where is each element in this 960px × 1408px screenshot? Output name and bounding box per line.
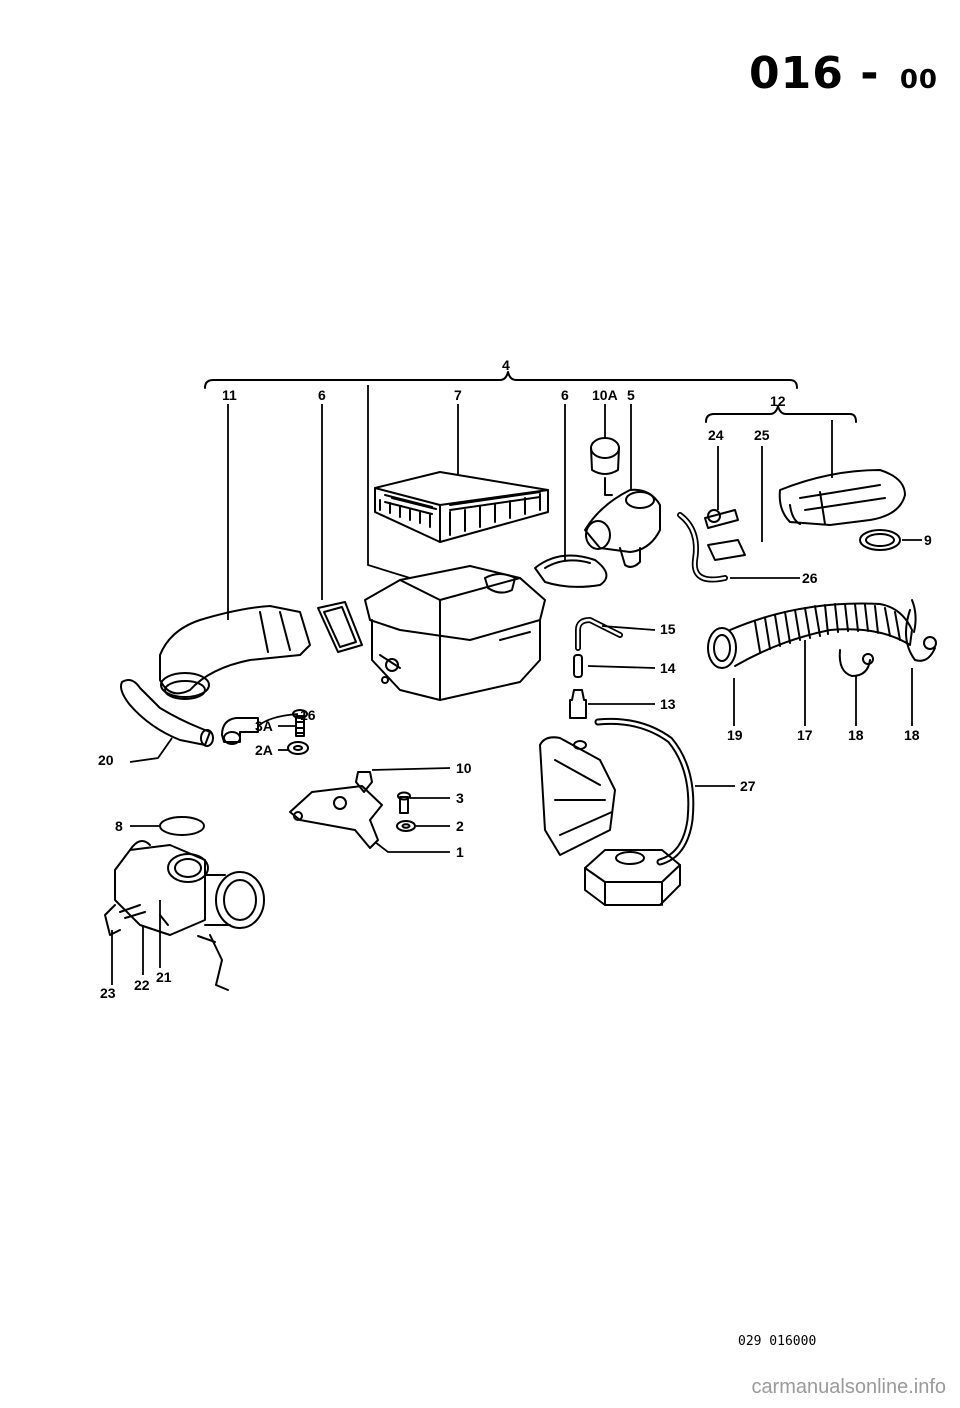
callout-2: 2	[456, 818, 464, 834]
callout-23: 23	[100, 985, 116, 1001]
part-corrugated-hose	[707, 599, 917, 669]
part-breather-pipe	[575, 617, 623, 651]
part-air-filter-element	[374, 471, 549, 543]
part-air-filter-housing	[364, 565, 546, 701]
part-hose-clamp-left	[838, 649, 874, 677]
part-gasket-right	[534, 554, 608, 588]
part-seal-ring	[859, 529, 901, 551]
callout-21: 21	[156, 969, 172, 985]
callout-18-right: 18	[904, 727, 920, 743]
callout-16: 16	[300, 707, 316, 723]
part-air-duct	[778, 469, 906, 526]
part-fitting	[569, 689, 587, 719]
callout-8: 8	[115, 818, 123, 834]
callout-12: 12	[770, 393, 786, 409]
callout-6-right: 6	[561, 387, 569, 403]
part-throttle-body	[104, 840, 265, 991]
part-clip-25	[707, 539, 746, 561]
page-title: 016 - 00	[749, 48, 938, 99]
callout-22: 22	[134, 977, 150, 993]
part-o-ring	[159, 816, 205, 836]
callout-4: 4	[502, 357, 510, 373]
callout-7: 7	[454, 387, 462, 403]
leader-lines	[111, 385, 922, 985]
page-title-main: 016	[749, 48, 844, 99]
callout-2a: 2A	[255, 742, 273, 758]
page-title-sub: 00	[899, 65, 938, 95]
part-washer-2	[396, 820, 416, 832]
callout-18-left: 18	[848, 727, 864, 743]
part-pin	[573, 654, 583, 678]
callout-3a: 3A	[255, 718, 273, 734]
part-intake-elbow	[159, 605, 311, 700]
callout-10: 10	[456, 760, 472, 776]
callout-9: 9	[924, 532, 932, 548]
part-diaphragm-valve	[590, 437, 620, 496]
part-fuel-reservoir	[584, 849, 681, 906]
callout-20: 20	[98, 752, 114, 768]
callout-6-left: 6	[318, 387, 326, 403]
bracket-4	[204, 371, 798, 389]
part-mounting-bracket	[289, 785, 383, 849]
callout-24: 24	[708, 427, 724, 443]
part-hose-clamp-right	[905, 609, 937, 662]
part-throttle-housing	[539, 736, 616, 856]
callout-26: 26	[802, 570, 818, 586]
part-grommet	[355, 771, 373, 793]
watermark-text: carmanualsonline.info	[751, 1376, 946, 1398]
callout-14: 14	[660, 660, 676, 676]
bracket-12	[705, 405, 857, 423]
callout-3: 3	[456, 790, 464, 806]
callout-17: 17	[797, 727, 813, 743]
part-vacuum-hose	[677, 512, 728, 583]
document-number: 029 016000	[738, 1334, 817, 1349]
callout-27: 27	[740, 778, 756, 794]
callout-labels: 4 11 6 7 6 10A 5 12 24 25 9 26 15 14 13 …	[98, 357, 932, 1001]
callout-15: 15	[660, 621, 676, 637]
part-gasket-left	[317, 601, 363, 653]
callout-25: 25	[754, 427, 770, 443]
part-washer-2a	[287, 741, 309, 755]
part-hose-27	[594, 717, 695, 866]
callout-10a: 10A	[592, 387, 618, 403]
part-hose-elbow	[221, 717, 259, 745]
part-hose-20	[120, 679, 214, 747]
part-intake-valve-body	[584, 488, 661, 568]
callout-19: 19	[727, 727, 743, 743]
callout-13: 13	[660, 696, 676, 712]
callout-1: 1	[456, 844, 464, 860]
callout-5: 5	[627, 387, 635, 403]
callout-11: 11	[222, 387, 237, 403]
part-bracket-24	[704, 509, 739, 529]
part-screw-3	[397, 791, 411, 814]
